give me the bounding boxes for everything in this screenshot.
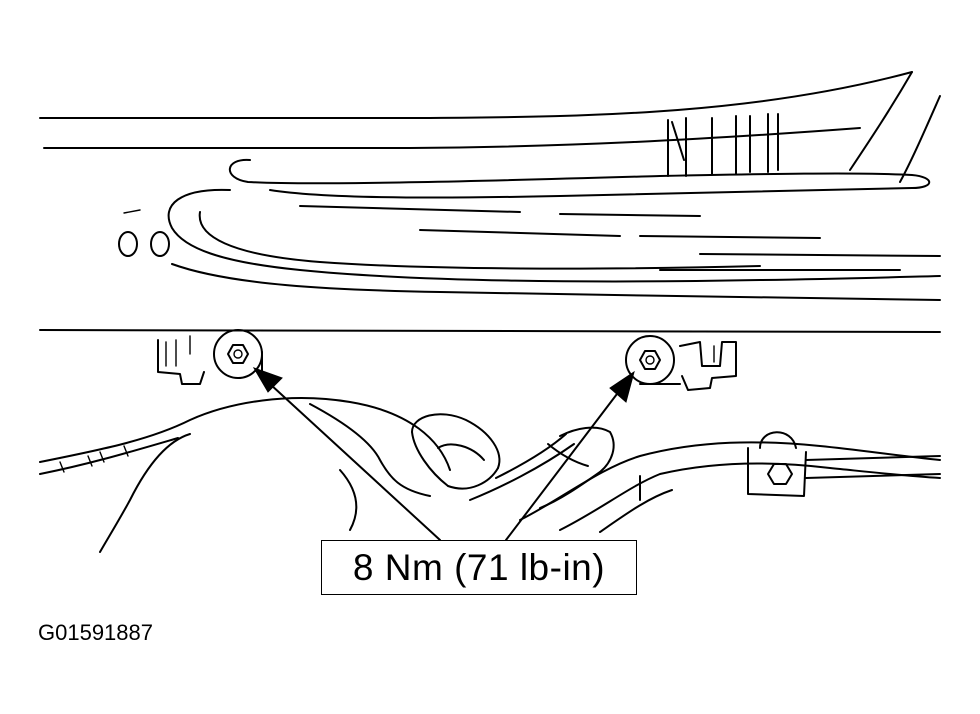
torque-callout-box: 8 Nm (71 lb-in): [321, 540, 637, 595]
figure-id-label: G01591887: [38, 620, 153, 645]
upper-housing: [40, 72, 940, 182]
torque-callout-label: 8 Nm (71 lb-in): [352, 546, 606, 588]
right-bolt: [626, 336, 674, 384]
rail-channel: [40, 160, 940, 332]
torque-leader-arrows: [254, 368, 634, 540]
lower-assembly: [40, 398, 940, 552]
left-bolt: [214, 330, 262, 378]
